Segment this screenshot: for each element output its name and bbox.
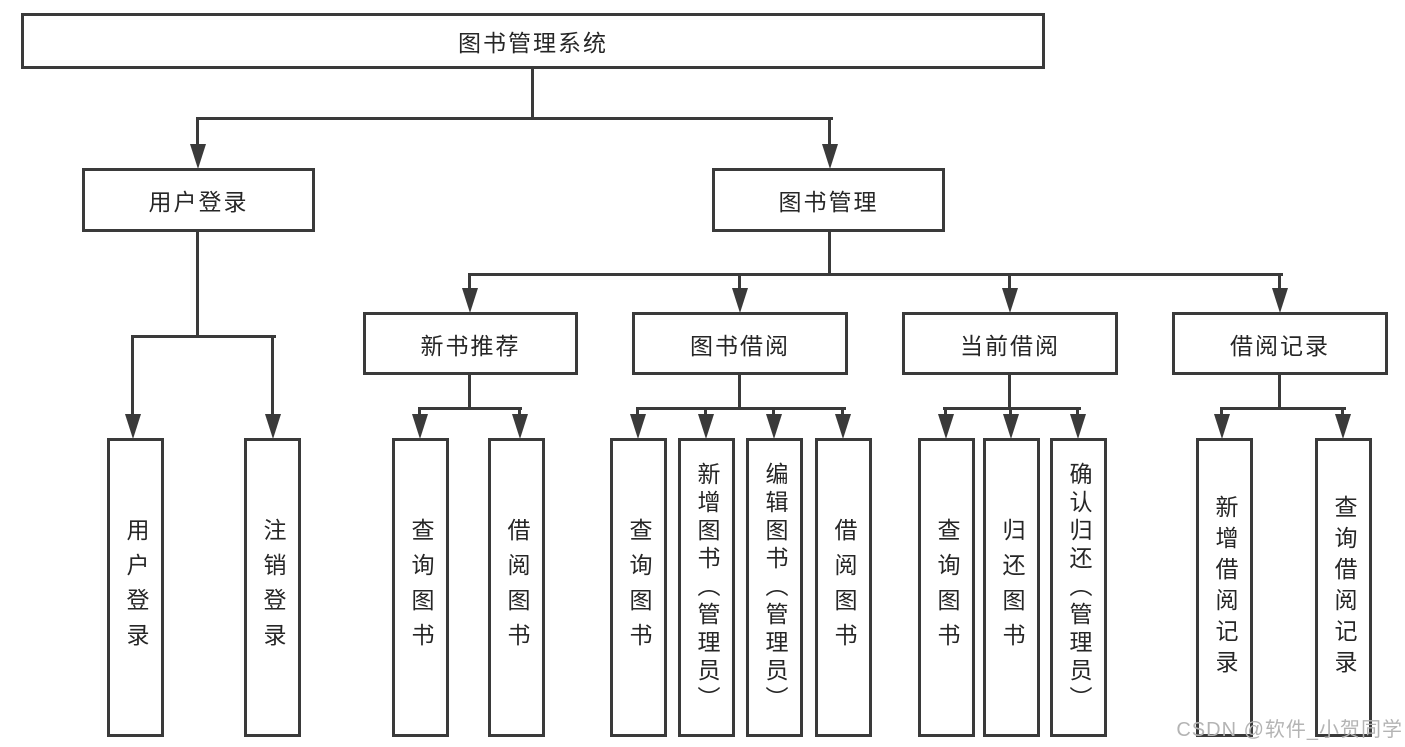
edge-user-login-stub (196, 232, 199, 338)
node-book-borrowing: 图书借阅 (632, 312, 848, 375)
leaf-label: 确认归还（管理员） (1066, 461, 1092, 714)
csdn-watermark: CSDN @软件_小贺同学 (1176, 719, 1403, 741)
leaf-label: 新增借阅记录 (1212, 494, 1238, 681)
arrowhead-icon (1214, 414, 1230, 439)
edge-line (196, 117, 199, 147)
leaf-logout: 注销登录 (244, 438, 301, 737)
edge-line (418, 407, 421, 419)
edge-level2-connector (197, 117, 833, 120)
node-label: 借阅记录 (1230, 332, 1330, 359)
arrowhead-icon (1003, 414, 1019, 439)
edge-new-book-stub (468, 375, 471, 409)
arrowhead-icon (766, 414, 782, 439)
edge-book-borrowing-stub (738, 375, 741, 409)
node-label: 新书推荐 (420, 332, 521, 359)
leaf-edit-book-admin: 编辑图书（管理员） (746, 438, 803, 737)
edge-line (1341, 407, 1344, 419)
leaf-label: 借阅图书 (504, 517, 530, 658)
leaf-label: 编辑图书（管理员） (762, 461, 788, 714)
edge-line (738, 273, 741, 293)
arrowhead-icon (732, 288, 748, 313)
edge-book-management-stub (828, 232, 831, 276)
leaf-label: 查询图书 (934, 517, 960, 658)
edge-line (518, 407, 521, 419)
edge-user-login-connector (131, 335, 276, 338)
leaf-query-book-current: 查询图书 (918, 438, 975, 737)
leaf-label: 新增图书（管理员） (694, 461, 720, 714)
node-library-management-system: 图书管理系统 (21, 13, 1045, 69)
edge-current-borrowing-stub (1008, 375, 1011, 409)
edge-root-stub (531, 69, 534, 119)
leaf-add-borrow-record: 新增借阅记录 (1196, 438, 1253, 737)
leaf-user-login: 用户登录 (107, 438, 164, 737)
leaf-label: 查询图书 (408, 517, 434, 658)
leaf-borrow-book-recommend: 借阅图书 (488, 438, 545, 737)
arrowhead-icon (698, 414, 714, 439)
leaf-return-book: 归还图书 (983, 438, 1040, 737)
node-label: 用户登录 (148, 189, 249, 215)
edge-line (468, 273, 471, 293)
leaf-label: 查询借阅记录 (1331, 494, 1357, 681)
edge-line (1278, 273, 1281, 293)
edge-line (1009, 407, 1012, 419)
arrowhead-icon (125, 414, 141, 439)
node-label: 图书借阅 (690, 332, 790, 359)
edge-current-borrowing-connector (943, 407, 1081, 410)
node-user-login: 用户登录 (82, 168, 315, 232)
edge-line (636, 407, 639, 419)
leaf-query-book-borrowing: 查询图书 (610, 438, 667, 737)
edge-level3-connector (468, 273, 1283, 276)
edge-line (772, 407, 775, 419)
leaf-add-book-admin: 新增图书（管理员） (678, 438, 735, 737)
edge-line (1008, 273, 1011, 293)
leaf-label: 注销登录 (260, 517, 286, 658)
edge-new-book-connector (418, 407, 522, 410)
edge-line (271, 335, 274, 417)
arrowhead-icon (1002, 288, 1018, 313)
leaf-label: 借阅图书 (831, 517, 857, 658)
node-new-book-recommend: 新书推荐 (363, 312, 578, 375)
arrowhead-icon (1335, 414, 1351, 439)
edge-line (828, 117, 831, 147)
edge-book-borrowing-connector (636, 407, 846, 410)
leaf-query-borrow-record: 查询借阅记录 (1315, 438, 1372, 737)
arrowhead-icon (630, 414, 646, 439)
leaf-borrow-book: 借阅图书 (815, 438, 872, 737)
node-borrowing-records: 借阅记录 (1172, 312, 1388, 375)
arrowhead-icon (462, 288, 478, 313)
arrowhead-icon (512, 414, 528, 439)
leaf-label: 查询图书 (626, 517, 652, 658)
edge-line (944, 407, 947, 419)
edge-line (131, 335, 134, 417)
arrowhead-icon (938, 414, 954, 439)
leaf-label: 归还图书 (999, 517, 1025, 658)
arrowhead-icon (412, 414, 428, 439)
node-label: 当前借阅 (960, 332, 1060, 359)
leaf-confirm-return-admin: 确认归还（管理员） (1050, 438, 1107, 737)
arrowhead-icon (835, 414, 851, 439)
node-current-borrowing: 当前借阅 (902, 312, 1118, 375)
arrowhead-icon (190, 144, 206, 169)
node-book-management: 图书管理 (712, 168, 945, 232)
arrowhead-icon (822, 144, 838, 169)
edge-line (1220, 407, 1223, 419)
leaf-label: 用户登录 (123, 517, 149, 658)
arrowhead-icon (1070, 414, 1086, 439)
edge-line (841, 407, 844, 419)
leaf-query-book-recommend: 查询图书 (392, 438, 449, 737)
edge-line (1076, 407, 1079, 419)
node-label: 图书管理 (778, 189, 879, 215)
edge-borrowing-records-stub (1278, 375, 1281, 409)
edge-line (704, 407, 707, 419)
edge-borrowing-records-connector (1220, 407, 1346, 410)
node-label: 图书管理系统 (458, 30, 608, 56)
arrowhead-icon (1272, 288, 1288, 313)
arrowhead-icon (265, 414, 281, 439)
